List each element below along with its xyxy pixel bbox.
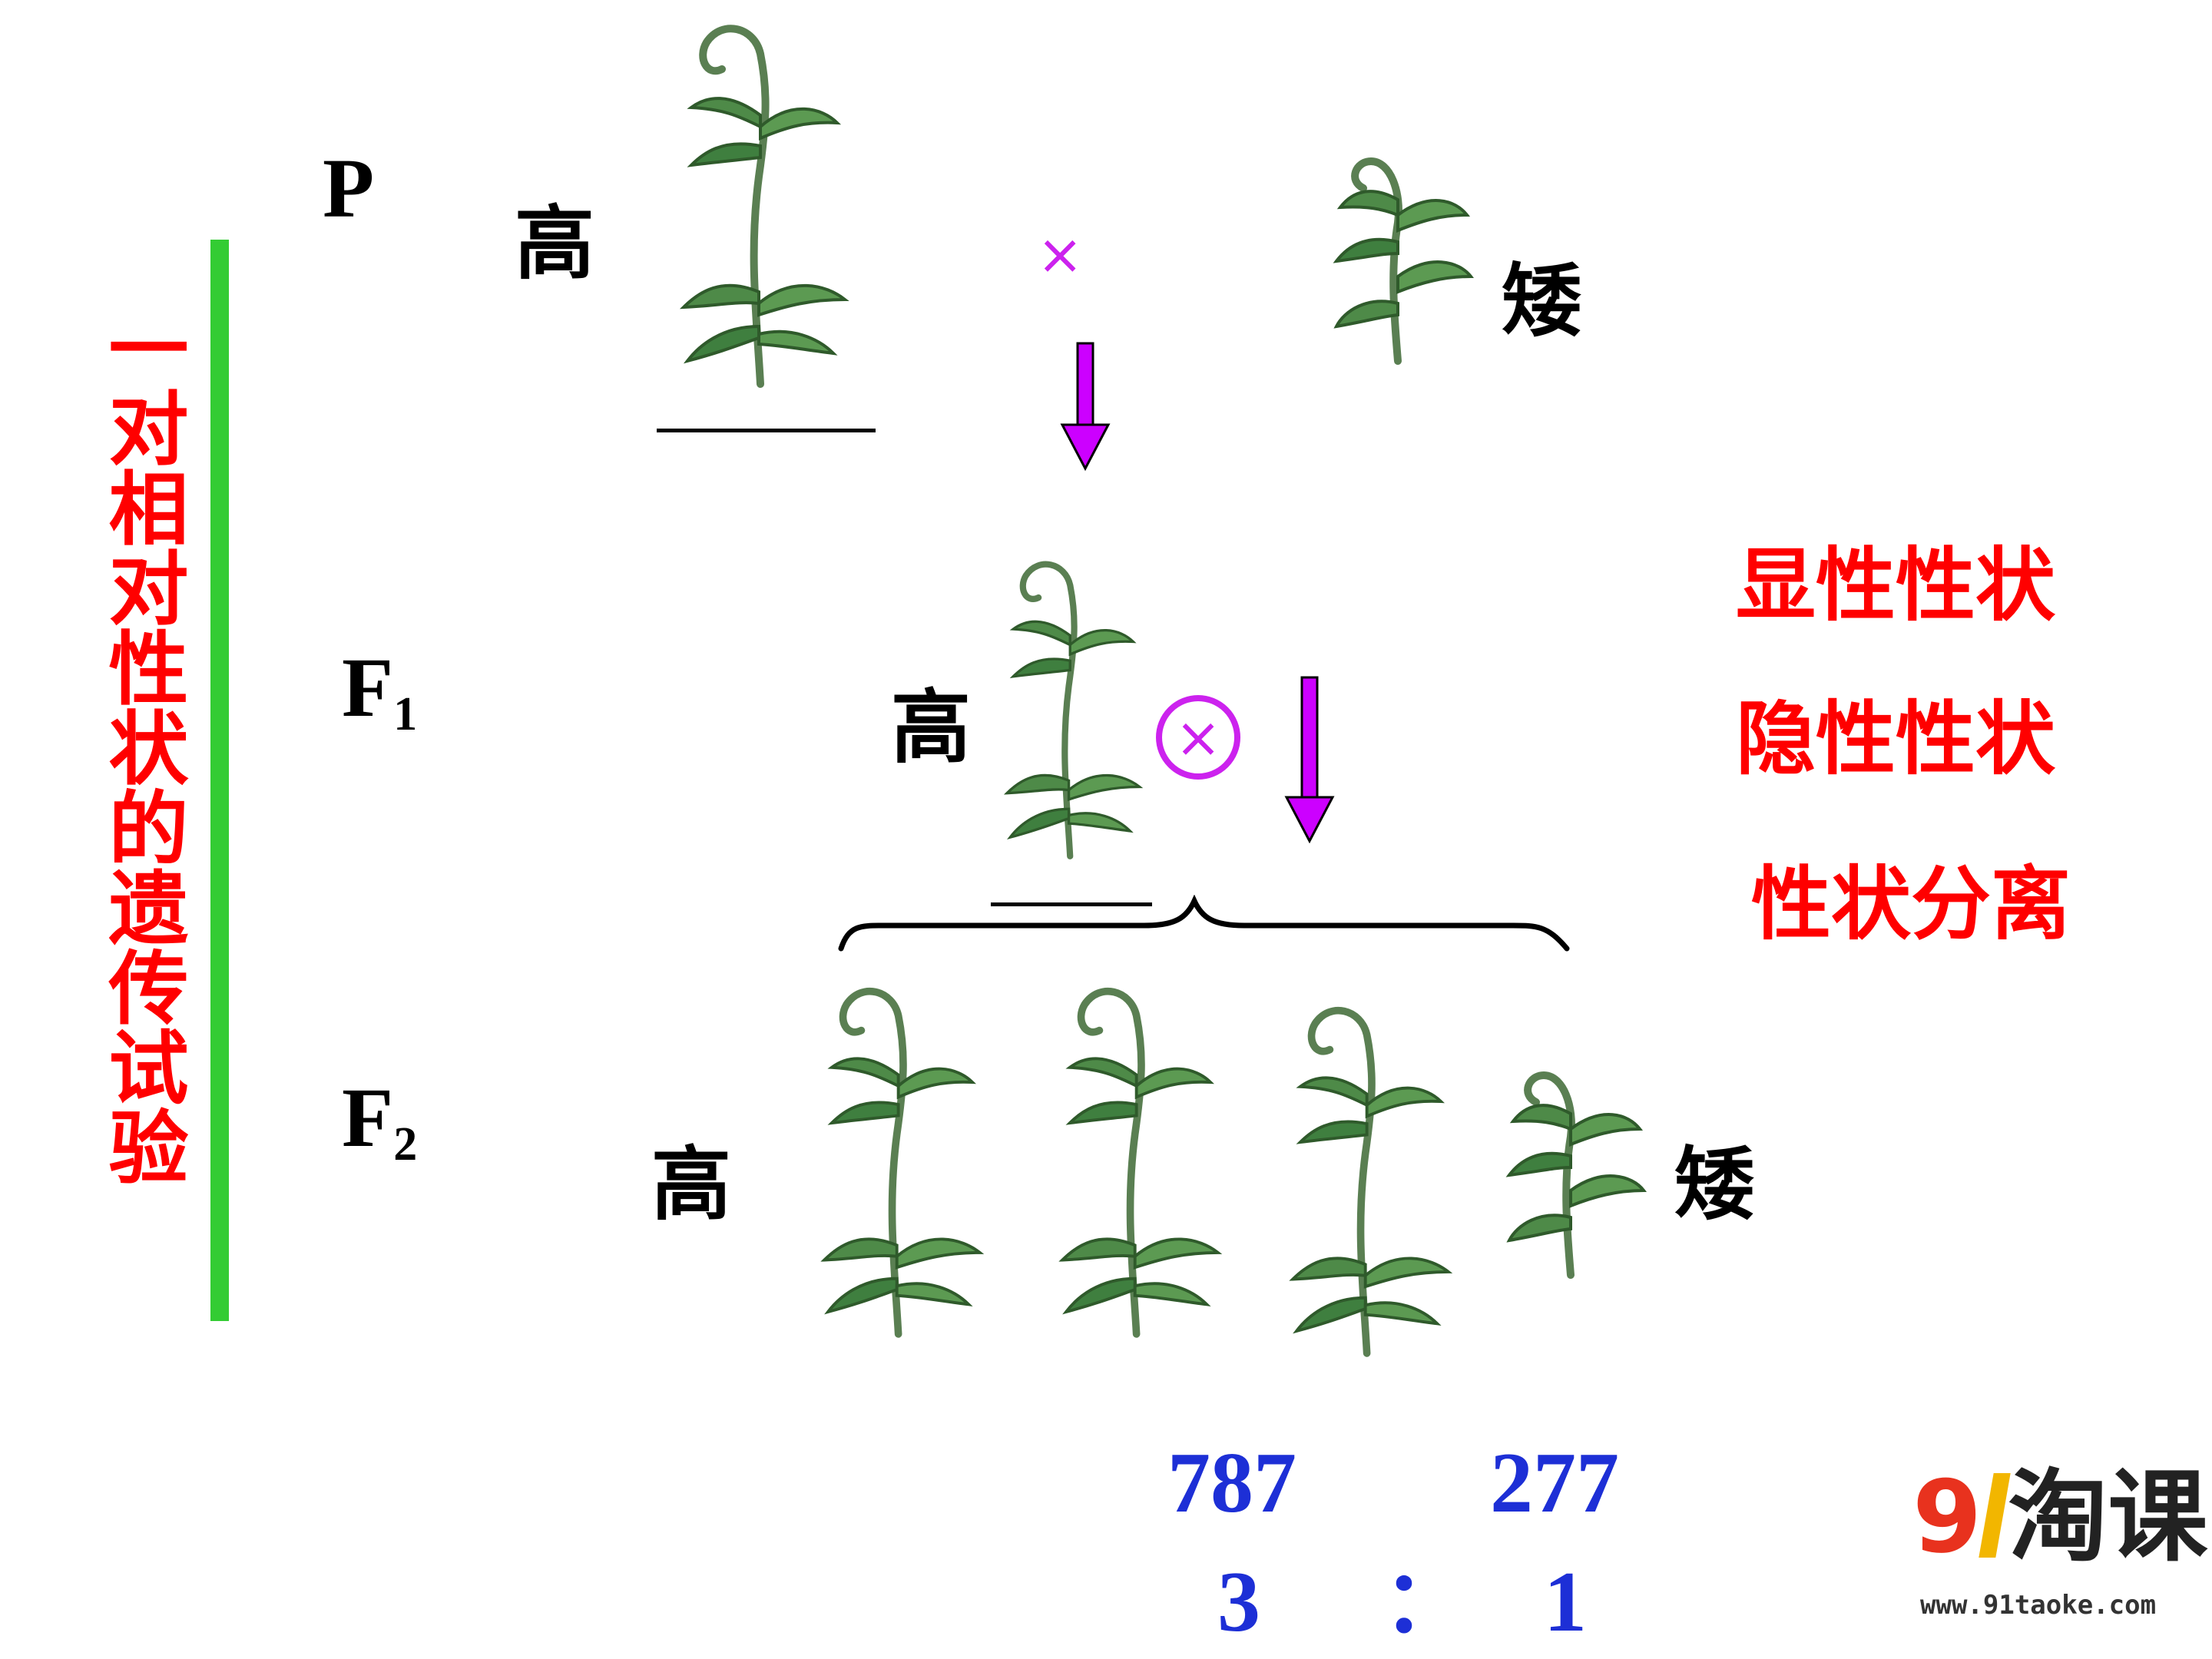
arrow-p-to-f1 (1060, 342, 1111, 472)
f2-tall-plant-1 (787, 979, 995, 1356)
f2-short-plant (1486, 1052, 1663, 1283)
term-recessive: 隐性性状 (1736, 692, 2056, 786)
f2-short-label: 矮 (1674, 1137, 1755, 1231)
p-tall-underline (657, 429, 876, 432)
ratio-right: 1 (1544, 1555, 1587, 1650)
self-cross-symbol: × (1156, 695, 1240, 780)
p-cross-symbol: × (1037, 222, 1084, 286)
f2-tall-plant-2 (1025, 979, 1233, 1356)
count-short: 277 (1490, 1435, 1619, 1531)
count-tall: 787 (1167, 1435, 1296, 1531)
generation-f2-label: F2 (342, 1071, 418, 1171)
experiment-title: 一对相对性状的遗传试验 (94, 307, 188, 1186)
f2-tall-label: 高 (651, 1137, 732, 1231)
f2-brace (838, 895, 1570, 952)
generation-p-label: P (323, 141, 375, 235)
logo-name: 淘课 (2008, 1459, 2208, 1575)
ratio-left: 3 (1217, 1555, 1260, 1650)
term-dominant: 显性性状 (1736, 538, 2056, 632)
arrow-f1-to-f2 (1284, 676, 1335, 844)
logo-digit: 9 (1912, 1459, 1982, 1575)
ratio-separator: ： (1382, 1552, 1469, 1652)
f1-tall-underline (991, 902, 1152, 906)
f1-tall-plant (975, 549, 1152, 879)
p-short-label: 矮 (1502, 254, 1582, 348)
term-segregation: 性状分离 (1751, 857, 2071, 951)
f2-tall-plant-3 (1256, 998, 1463, 1375)
p-tall-plant (645, 23, 860, 399)
f1-tall-label: 高 (891, 680, 972, 774)
logo-url: www.91taoke.com (1920, 1590, 2157, 1621)
generation-f1-label: F1 (342, 641, 418, 740)
p-tall-label: 高 (515, 197, 595, 290)
p-short-plant (1313, 138, 1490, 369)
logo-bar-icon (1979, 1473, 2012, 1558)
green-divider (210, 240, 229, 1321)
